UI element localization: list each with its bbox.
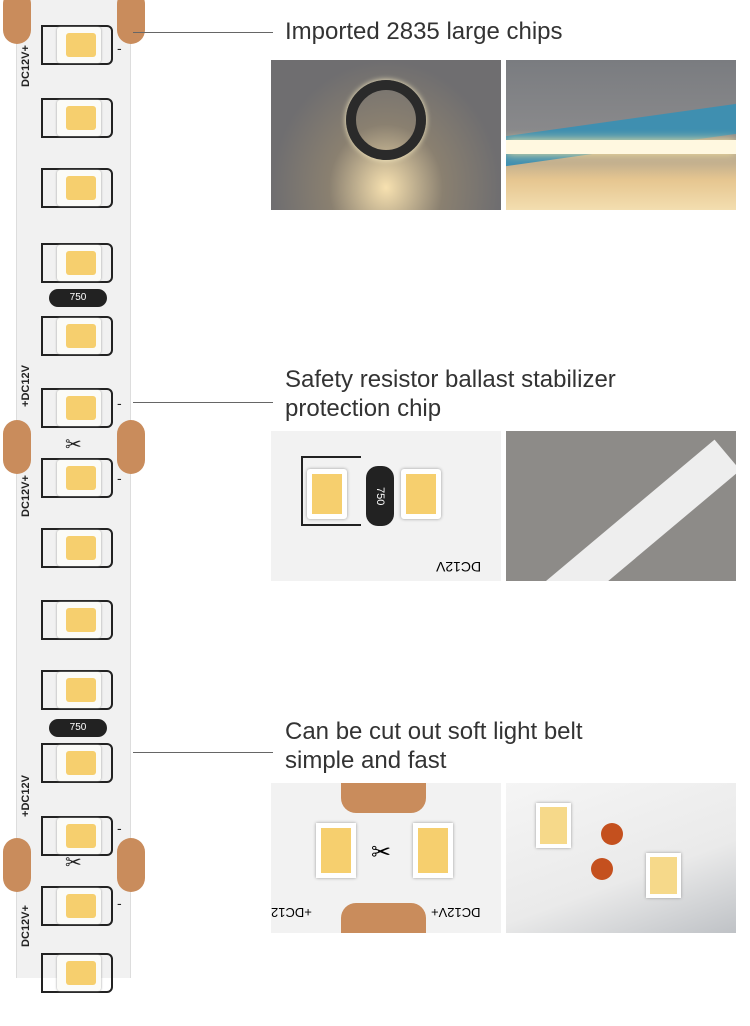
led-chip — [57, 955, 101, 991]
scissors-icon: ✂ — [65, 434, 82, 456]
voltage-label: +DC12V — [19, 365, 32, 407]
chip-outline — [41, 98, 113, 138]
chip-outline — [41, 528, 113, 568]
voltage-label: DC12V+ — [19, 475, 32, 517]
led-chip — [57, 672, 101, 708]
voltage-label-right: DC12V+ — [431, 905, 481, 920]
chip-outline — [41, 886, 113, 926]
led-chip — [57, 602, 101, 638]
resistor-label: 750 — [366, 466, 394, 526]
chip-outline — [41, 316, 113, 356]
scissors-icon: ✂ — [371, 839, 392, 866]
chip-outline — [41, 816, 113, 856]
photo-strip-closeup — [506, 60, 736, 210]
chip-outline — [41, 953, 113, 993]
led-chip — [57, 318, 101, 354]
led-chip — [57, 745, 101, 781]
led-chip — [57, 530, 101, 566]
chip-outline — [41, 25, 113, 65]
resistor: 750 — [49, 289, 107, 307]
solder-pad-right — [117, 838, 145, 892]
feature-caption-chips: Imported 2835 large chips — [285, 18, 563, 45]
minus-label: - — [117, 40, 122, 56]
led-strip: 750 750 ✂ ✂ DC12V+ +DC12V DC12V+ +DC12V DC12V+ - -… — [3, 0, 145, 993]
photo-cut-point: ✂ +DC12 DC12V+ — [271, 783, 501, 933]
chip-outline — [41, 600, 113, 640]
led-chip — [57, 27, 101, 63]
chip-outline — [41, 243, 113, 283]
chip-outline — [41, 388, 113, 428]
solder-pad-left — [3, 838, 31, 892]
voltage-label-left: +DC12 — [271, 905, 312, 920]
led-chip — [57, 888, 101, 924]
led-chip — [57, 100, 101, 136]
resistor: 750 — [49, 719, 107, 737]
chip-outline — [41, 743, 113, 783]
voltage-label: DC12V+ — [19, 45, 32, 87]
led-chip — [57, 170, 101, 206]
voltage-label: DC12V — [436, 559, 482, 575]
minus-label: - — [117, 470, 122, 486]
solder-pad-left — [3, 0, 31, 44]
photo-resistor-closeup: 750 DC12V — [271, 431, 501, 581]
callout-line — [133, 32, 273, 33]
led-chip — [57, 818, 101, 854]
solder-pad-left — [3, 420, 31, 474]
callout-line — [133, 752, 273, 753]
chip-outline — [41, 458, 113, 498]
minus-label: - — [117, 895, 122, 911]
led-chip — [57, 390, 101, 426]
photo-cut-strip — [506, 783, 736, 933]
photo-reel — [271, 60, 501, 210]
voltage-label: DC12V+ — [19, 905, 32, 947]
solder-pad-right — [117, 0, 145, 44]
feature-caption-resistor: Safety resistor ballast stabilizer prote… — [285, 366, 616, 422]
chip-outline — [41, 168, 113, 208]
led-chip — [57, 245, 101, 281]
led-chip — [57, 460, 101, 496]
solder-pad-right — [117, 420, 145, 474]
voltage-label: +DC12V — [19, 775, 32, 817]
chip-outline — [41, 670, 113, 710]
photo-lit-strip — [506, 431, 736, 581]
callout-line — [133, 402, 273, 403]
feature-caption-cut: Can be cut out soft light belt simple an… — [285, 718, 583, 774]
scissors-icon: ✂ — [65, 852, 82, 874]
minus-label: - — [117, 820, 122, 836]
minus-label: - — [117, 395, 122, 411]
